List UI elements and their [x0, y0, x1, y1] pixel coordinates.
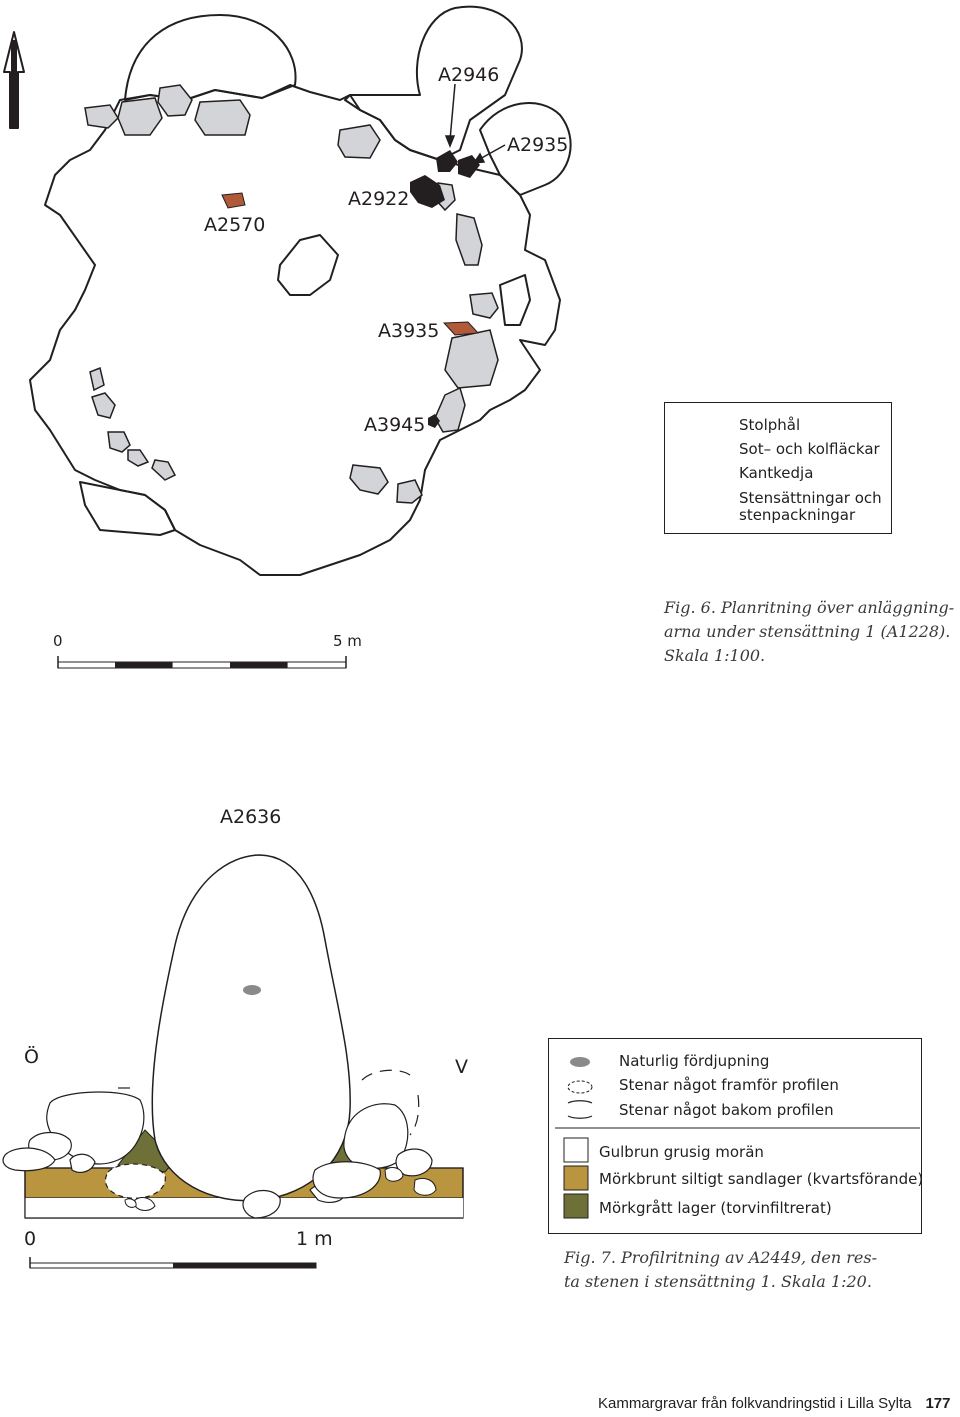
plan-caption-line3: Skala 1:100. [664, 646, 766, 665]
plan-caption-line2: arna under stensättning 1 (A1228). [664, 622, 951, 641]
legend-stensattningar: Stensättningar och [739, 489, 882, 507]
profile-drawing [2, 854, 464, 1219]
legend-stenpackningar: stenpackningar [739, 506, 856, 524]
profile-title: A2636 [220, 806, 282, 828]
stensattning-top-left [124, 14, 297, 101]
page-footer: Kammargravar från folkvandringstid i Lil… [598, 1395, 951, 1412]
label-a3945: A3945 [364, 414, 426, 436]
label-a2570: A2570 [204, 214, 266, 236]
label-a2922: A2922 [348, 188, 410, 210]
stensattning-bottom-left [79, 481, 176, 536]
legend-fordjupning: Naturlig fördjupning [619, 1052, 770, 1070]
label-arrows [444, 83, 506, 164]
plan-scale-end: 5 m [333, 632, 362, 650]
legend-kantkedja: Kantkedja [739, 464, 814, 482]
profile-scale-bar [29, 1257, 317, 1269]
stensattning-right-notch [499, 274, 531, 326]
soot-patches [410, 150, 480, 428]
north-arrow-icon [3, 31, 25, 129]
legend-sot: Sot– och kolfläckar [739, 440, 880, 458]
profile-caption-line1: Fig. 7. Profilritning av A2449, den res- [564, 1248, 878, 1267]
page-number: 177 [925, 1395, 951, 1412]
label-a2935: A2935 [507, 134, 569, 156]
plan-caption-line1: Fig. 6. Planritning över anläggning- [664, 598, 955, 617]
legend-morkbrunt: Mörkbrunt siltigt sandlager (kvartsföran… [599, 1170, 924, 1188]
profile-scale-start: 0 [24, 1228, 37, 1250]
footer-title: Kammargravar från folkvandringstid i Lil… [598, 1395, 912, 1412]
stensattning-right [479, 102, 572, 196]
label-a2946: A2946 [438, 64, 500, 86]
profile-scale-end: 1 m [296, 1228, 333, 1250]
profile-legend: Naturlig fördjupning Stenar något framfö… [548, 1038, 924, 1234]
direction-east: Ö [24, 1046, 39, 1068]
plan-legend: Stolphål Sot– och kolfläckar Kantkedja S… [664, 402, 892, 534]
legend-gulbrun: Gulbrun grusig morän [599, 1143, 764, 1161]
profile-caption: Fig. 7. Profilritning av A2449, den res-… [564, 1246, 877, 1294]
plan-scale-bar [57, 656, 347, 669]
legend-bakom: Stenar något bakom profilen [619, 1101, 834, 1119]
plan-caption: Fig. 6. Planritning över anläggning- arn… [664, 596, 954, 668]
legend-morkgratt: Mörkgrått lager (torvinfiltrerat) [599, 1199, 832, 1217]
profile-caption-line2: ta stenen i stensättning 1. Skala 1:20. [564, 1272, 872, 1291]
postholes [221, 192, 480, 336]
direction-west: V [455, 1056, 468, 1078]
profile-legend-symbols [555, 1057, 920, 1219]
plan-scale-start: 0 [53, 632, 63, 650]
legend-stolphal: Stolphål [739, 416, 801, 434]
legend-framfor: Stenar något framför profilen [619, 1076, 839, 1094]
stensattning-inner-hole [277, 234, 339, 296]
kantkedja-stones [84, 84, 499, 504]
label-a3935: A3935 [378, 320, 440, 342]
